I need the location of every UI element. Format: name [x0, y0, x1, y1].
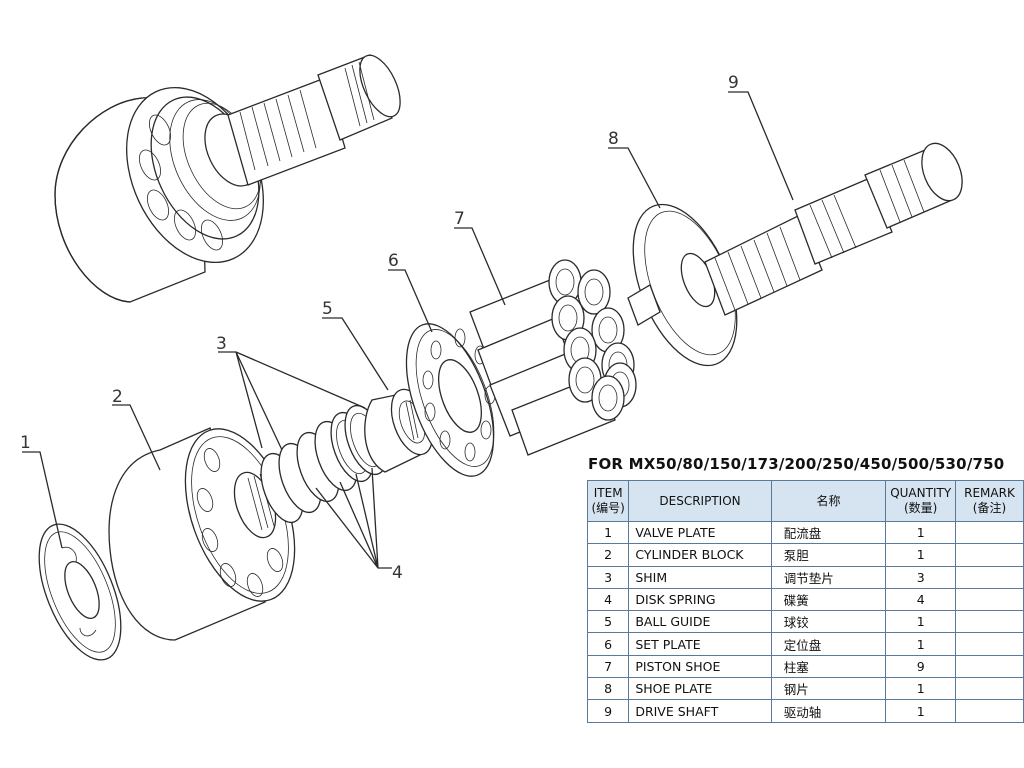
- table-row: 9 DRIVE SHAFT 驱动轴 1: [586, 699, 1024, 723]
- callout-6: 6: [388, 251, 399, 271]
- row-description: SHIM: [628, 565, 772, 589]
- table-row: 4 DISK SPRING 碟簧 4: [586, 587, 1024, 612]
- assembled-pump: [54, 54, 401, 303]
- part-9-drive-shaft: [704, 142, 963, 316]
- row-quantity: 1: [885, 610, 956, 634]
- table-row: 2 CYLINDER BLOCK 泵胆 1: [586, 543, 1024, 567]
- table-header-row: ITEM (编号) DESCRIPTION 名称 QUANTITY (数量) R…: [586, 480, 1024, 522]
- row-item: 6: [586, 632, 630, 656]
- row-remark: [954, 654, 1024, 679]
- row-remark: [954, 632, 1024, 656]
- table-row: 1 VALVE PLATE 配流盘 1: [586, 520, 1024, 545]
- row-name-cn: 定位盘: [770, 632, 887, 656]
- row-description: SHOE PLATE: [628, 677, 772, 701]
- row-item: 1: [586, 520, 630, 545]
- leader-lines: [22, 91, 794, 569]
- row-description: DRIVE SHAFT: [628, 699, 772, 723]
- part-7-piston-shoes: [469, 259, 637, 456]
- row-item: 3: [586, 565, 630, 589]
- table-row: 5 BALL GUIDE 球铰 1: [586, 610, 1024, 634]
- row-name-cn: 调节垫片: [770, 565, 887, 589]
- row-name-cn: 柱塞: [770, 654, 887, 679]
- row-remark: [954, 520, 1024, 545]
- part-1-valve-plate: [38, 523, 122, 661]
- row-remark: [954, 699, 1024, 723]
- callout-4: 4: [392, 563, 403, 583]
- row-name-cn: 泵胆: [770, 543, 887, 567]
- row-description: PISTON SHOE: [628, 654, 772, 679]
- table-row: 3 SHIM 调节垫片 3: [586, 565, 1024, 589]
- header-remark: REMARK (备注): [954, 480, 1024, 522]
- row-remark: [954, 565, 1024, 589]
- row-name-cn: 配流盘: [770, 520, 887, 545]
- part-6-set-plate: [405, 323, 496, 477]
- header-name-cn: 名称: [770, 480, 887, 522]
- callout-5: 5: [322, 299, 333, 319]
- row-quantity: 3: [885, 565, 956, 589]
- row-item: 9: [586, 699, 630, 723]
- row-remark: [954, 543, 1024, 567]
- callout-7: 7: [454, 209, 465, 229]
- header-quantity: QUANTITY (数量): [885, 480, 956, 522]
- callout-8: 8: [608, 129, 619, 149]
- row-remark: [954, 610, 1024, 634]
- header-quantity-cn: (数量): [903, 501, 938, 515]
- row-quantity: 1: [885, 632, 956, 656]
- header-description: DESCRIPTION: [628, 480, 772, 522]
- row-description: BALL GUIDE: [628, 610, 772, 634]
- callout-numbers: 1 2 3 4 5 6 7 8 9: [20, 73, 739, 583]
- row-quantity: 4: [885, 587, 956, 612]
- row-name-cn: 驱动轴: [770, 699, 887, 723]
- row-name-cn: 球铰: [770, 610, 887, 634]
- parts-3-4-shims-springs: [260, 404, 388, 524]
- table-row: 7 PISTON SHOE 柱塞 9: [586, 654, 1024, 679]
- table-title: FOR MX50/80/150/173/200/250/450/500/530/…: [588, 455, 1005, 473]
- header-remark-cn: (备注): [972, 501, 1007, 515]
- table-row: 6 SET PLATE 定位盘 1: [586, 632, 1024, 656]
- callout-2: 2: [112, 387, 123, 407]
- header-remark-label: REMARK: [964, 486, 1015, 500]
- row-quantity: 1: [885, 520, 956, 545]
- row-item: 7: [586, 654, 630, 679]
- row-item: 5: [586, 610, 630, 634]
- callout-9: 9: [728, 73, 739, 93]
- row-description: VALVE PLATE: [628, 520, 772, 545]
- header-quantity-label: QUANTITY: [890, 486, 952, 500]
- row-description: CYLINDER BLOCK: [628, 543, 772, 567]
- row-description: DISK SPRING: [628, 587, 772, 612]
- row-description: SET PLATE: [628, 632, 772, 656]
- header-item-cn: (编号): [591, 501, 625, 515]
- part-8-shoe-plate: [627, 203, 738, 367]
- row-quantity: 1: [885, 543, 956, 567]
- row-remark: [954, 587, 1024, 612]
- row-remark: [954, 677, 1024, 701]
- row-item: 8: [586, 677, 630, 701]
- row-item: 4: [586, 587, 630, 612]
- parts-table: ITEM (编号) DESCRIPTION 名称 QUANTITY (数量) R…: [586, 480, 1024, 723]
- header-item-label: ITEM: [593, 486, 623, 500]
- row-quantity: 1: [885, 677, 956, 701]
- row-name-cn: 碟簧: [770, 587, 887, 612]
- table-row: 8 SHOE PLATE 钢片 1: [586, 677, 1024, 701]
- row-name-cn: 钢片: [770, 677, 887, 701]
- callout-1: 1: [20, 433, 31, 453]
- header-item: ITEM (编号): [586, 480, 630, 522]
- row-quantity: 1: [885, 699, 956, 723]
- callout-3: 3: [216, 334, 227, 354]
- row-item: 2: [586, 543, 630, 567]
- row-quantity: 9: [885, 654, 956, 679]
